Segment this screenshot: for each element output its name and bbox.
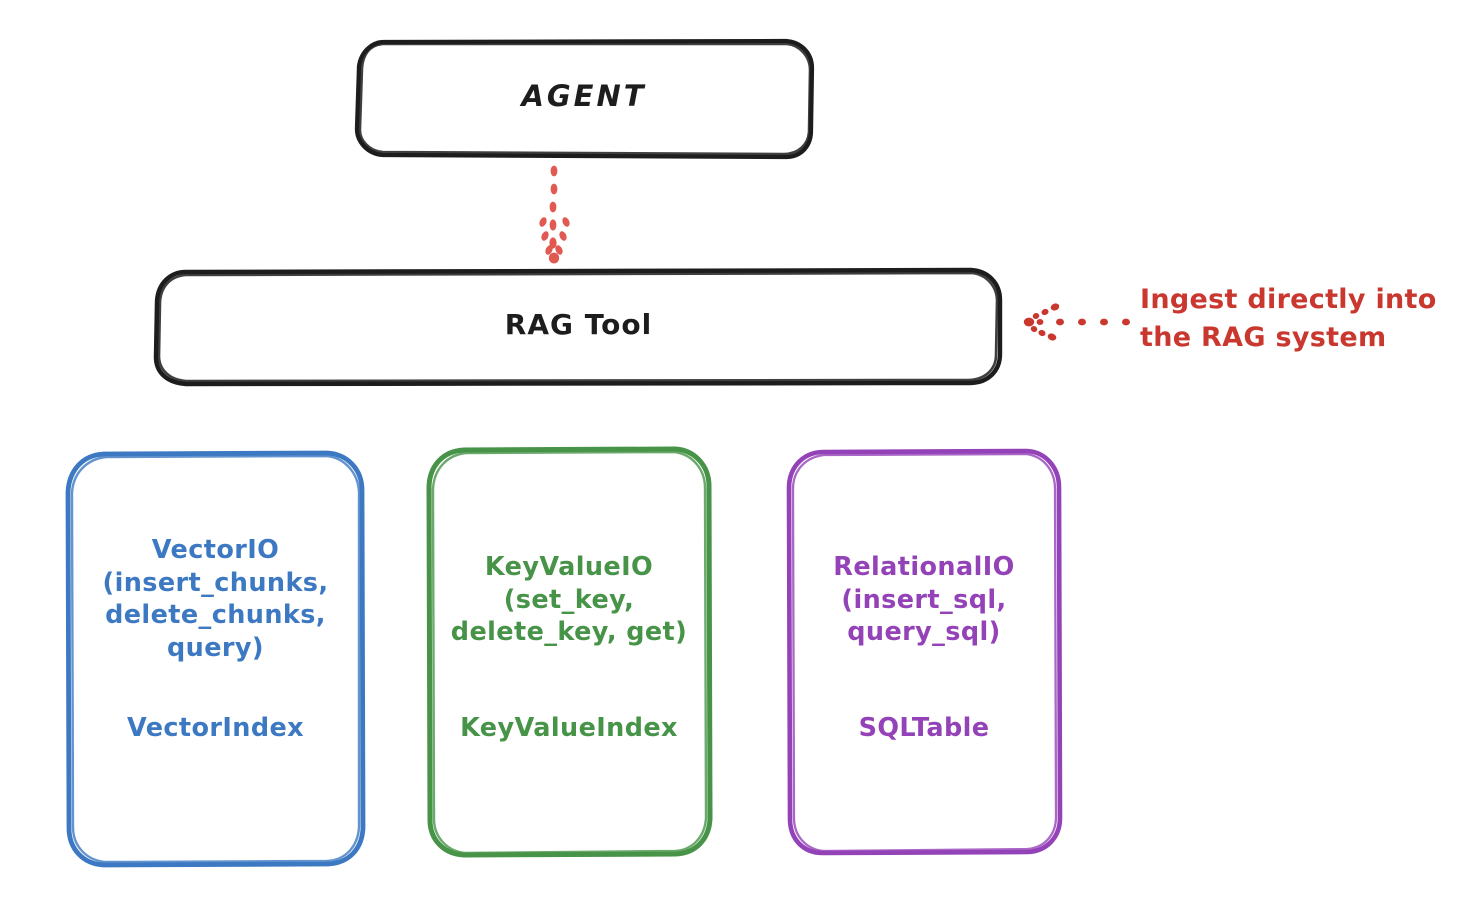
- relational-store-node-shape[interactable]: [786, 448, 1063, 856]
- keyvalue-store-index-label: KeyValueIndex: [460, 713, 678, 743]
- keyvalue-store-api-label: KeyValueIO (set_key, delete_key, get): [450, 552, 688, 648]
- agent-node-label: AGENT: [521, 79, 647, 113]
- ingest-annotation-text: Ingest directly into the RAG system: [1140, 284, 1437, 354]
- agent-node-shape[interactable]: [354, 38, 815, 160]
- vector-store-api-label: VectorIO (insert_chunks, delete_chunks, …: [102, 535, 329, 663]
- rag-tool-node-label: RAG Tool: [504, 308, 653, 341]
- ingest-pointer-arrow: [1023, 303, 1130, 341]
- rag-tool-node-shape[interactable]: [153, 267, 1003, 387]
- keyvalue-store-node-shape[interactable]: [426, 446, 713, 858]
- agent-to-rag-tool-arrow: [539, 165, 570, 264]
- vector-store-index-label: VectorIndex: [126, 713, 305, 743]
- vector-store-node-shape[interactable]: [65, 450, 366, 868]
- relational-store-api-label: RelationalIO (insert_sql, query_sql): [833, 552, 1015, 648]
- relational-store-index-label: SQLTable: [858, 713, 990, 743]
